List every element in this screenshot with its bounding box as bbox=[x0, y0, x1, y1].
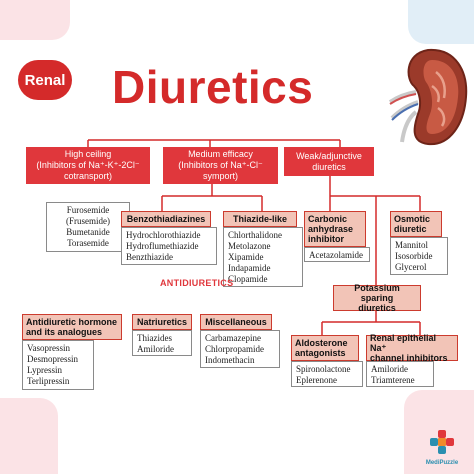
box-line: (Inhibitors of Na⁺-K⁺-2Cl⁻ bbox=[36, 160, 140, 170]
miscellaneous-drug-list: Carbamazepine Chlorpropamide Indomethaci… bbox=[200, 330, 280, 368]
box-line: diuretic bbox=[394, 224, 427, 234]
benzothiadiazines-box: Benzothiadiazines bbox=[121, 211, 211, 227]
box-line: cotransport) bbox=[63, 171, 113, 181]
drug-item: Clopamide bbox=[228, 274, 268, 284]
decor-shape bbox=[0, 0, 70, 40]
box-line: Potassium sparing bbox=[354, 283, 400, 303]
drug-item: Hydroflumethiazide bbox=[126, 241, 199, 251]
drug-item: Chlorthalidone bbox=[228, 230, 282, 240]
box-line: inhibitor bbox=[308, 234, 344, 244]
natriuretics-box: Natriuretics bbox=[132, 314, 192, 330]
page-title: Diuretics bbox=[112, 61, 314, 113]
drug-item: Desmopressin bbox=[27, 354, 78, 364]
medium-efficacy-box: Medium efficacy (Inhibitors of Na⁺-Cl⁻ s… bbox=[163, 147, 278, 184]
drug-item: Lypressin bbox=[27, 365, 62, 375]
carbonic-drug-list: Acetazolamide bbox=[304, 247, 370, 262]
drug-item: Amiloride bbox=[137, 344, 174, 354]
box-line: (Inhibitors of Na⁺-Cl⁻ bbox=[178, 160, 263, 170]
drug-item: Acetazolamide bbox=[309, 250, 363, 260]
antidiuretics-heading: ANTIDIURETICS bbox=[160, 278, 234, 288]
drug-item: Triamterene bbox=[371, 375, 415, 385]
drug-item: Chlorpropamide bbox=[205, 344, 264, 354]
medipuzzle-logo: MediPuzzle bbox=[420, 429, 464, 466]
drug-item: Metolazone bbox=[228, 241, 271, 251]
drug-item: (Frusemide) bbox=[66, 216, 110, 226]
potassium-sparing-box: Potassium sparing diuretics bbox=[333, 283, 421, 313]
box-label: Miscellaneous bbox=[205, 317, 267, 327]
drug-item: Thiazides bbox=[137, 333, 172, 343]
thiazide-like-drug-list: Chlorthalidone Metolazone Xipamide Indap… bbox=[223, 227, 303, 287]
drug-item: Benzthiazide bbox=[126, 252, 173, 262]
box-line: antagonists bbox=[295, 348, 346, 358]
drug-item: Indapamide bbox=[228, 263, 271, 273]
drug-item: Furosemide bbox=[66, 205, 110, 215]
drug-item: Vasopressin bbox=[27, 343, 70, 353]
carbonic-anhydrase-box: Carbonic anhydrase inhibitor bbox=[304, 211, 366, 247]
renal-epithelial-box: Renal epithelial Na⁺ channel inhibitors bbox=[366, 333, 458, 363]
box-line: anhydrase bbox=[308, 224, 354, 234]
box-line: Weak/adjunctive bbox=[296, 150, 362, 161]
drug-item: Eplerenone bbox=[296, 375, 337, 385]
thiazide-like-box: Thiazide-like bbox=[223, 211, 297, 227]
box-label: Natriuretics bbox=[136, 317, 188, 327]
box-line: Aldosterone bbox=[295, 338, 348, 348]
box-line: diuretics bbox=[358, 303, 396, 313]
aldosterone-drug-list: Spironolactone Eplerenone bbox=[291, 361, 363, 387]
drug-item: Hydrochlorothiazide bbox=[126, 230, 201, 240]
drug-item: Indomethacin bbox=[205, 355, 255, 365]
logo-text: MediPuzzle bbox=[425, 460, 459, 466]
drug-item: Isosorbide bbox=[395, 251, 433, 261]
decor-shape bbox=[408, 0, 474, 44]
box-label: Benzothiadiazines bbox=[126, 214, 206, 224]
box-line: Osmotic bbox=[394, 214, 431, 224]
drug-item: Spironolactone bbox=[296, 364, 351, 374]
box-line: Carbonic bbox=[308, 214, 348, 224]
box-line: Antidiuretic hormone bbox=[26, 317, 118, 327]
benzothiadiazines-drug-list: Hydrochlorothiazide Hydroflumethiazide B… bbox=[121, 227, 217, 265]
high-ceiling-drug-list: Furosemide (Frusemide) Bumetanide Torase… bbox=[46, 202, 130, 252]
kidney-icon bbox=[388, 48, 468, 146]
box-label: Thiazide-like bbox=[232, 214, 287, 224]
weak-diuretics-box: Weak/adjunctive diuretics bbox=[284, 147, 374, 176]
box-line: symport) bbox=[202, 171, 238, 181]
puzzle-cross-icon bbox=[430, 430, 454, 454]
drug-item: Torasemide bbox=[67, 238, 109, 248]
adh-drug-list: Vasopressin Desmopressin Lypressin Terli… bbox=[22, 340, 94, 390]
high-ceiling-box: High ceiling (Inhibitors of Na⁺-K⁺-2Cl⁻ … bbox=[26, 147, 150, 184]
box-line: and its analogues bbox=[26, 327, 103, 337]
decor-shape bbox=[0, 398, 58, 474]
miscellaneous-box: Miscellaneous bbox=[200, 314, 272, 330]
box-line: diuretics bbox=[312, 161, 346, 172]
drug-item: Xipamide bbox=[228, 252, 264, 262]
drug-item: Amiloride bbox=[371, 364, 408, 374]
osmotic-diuretic-box: Osmotic diuretic bbox=[390, 211, 442, 237]
renal-badge: Renal bbox=[18, 60, 72, 100]
drug-item: Carbamazepine bbox=[205, 333, 261, 343]
drug-item: Glycerol bbox=[395, 262, 427, 272]
drug-item: Mannitol bbox=[395, 240, 428, 250]
drug-item: Terlipressin bbox=[27, 376, 70, 386]
box-line: Medium efficacy bbox=[188, 149, 253, 159]
box-line: High ceiling bbox=[64, 149, 112, 159]
box-line: channel inhibitors bbox=[370, 353, 448, 363]
adh-box: Antidiuretic hormone and its analogues bbox=[22, 314, 122, 340]
aldosterone-antagonists-box: Aldosterone antagonists bbox=[291, 335, 359, 361]
osmotic-drug-list: Mannitol Isosorbide Glycerol bbox=[390, 237, 448, 275]
drug-item: Bumetanide bbox=[66, 227, 110, 237]
natriuretics-drug-list: Thiazides Amiloride bbox=[132, 330, 192, 356]
box-line: Renal epithelial Na⁺ bbox=[370, 333, 437, 353]
renal-epithelial-drug-list: Amiloride Triamterene bbox=[366, 361, 434, 387]
